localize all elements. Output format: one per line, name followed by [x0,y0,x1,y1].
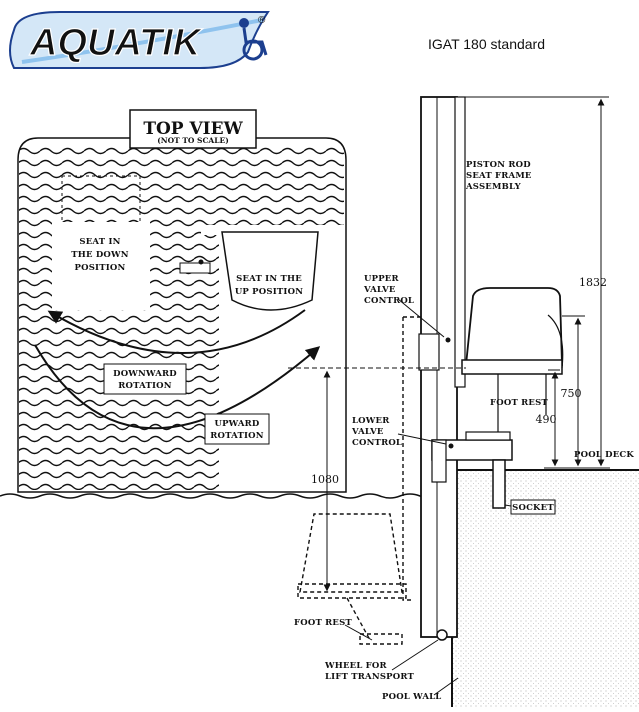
top-view: TOP VIEW (NOT TO SCALE) SEAT IN THE DOWN… [17,109,347,493]
svg-text:THE DOWN: THE DOWN [71,250,129,260]
upward-label-line1: UPWARD [214,419,259,429]
logo-text: AQUATIK [29,22,203,64]
socket-label-box [510,499,556,515]
transport-wheel [436,629,448,641]
svg-text:WHEEL FOR: WHEEL FOR [324,661,388,671]
top-view-title-box [129,109,257,149]
downward-label-line1: DOWNWARD [113,369,177,379]
upward-label-line2: ROTATION [210,431,264,441]
downward-label-line2: ROTATION [118,381,172,391]
seat-down-region [52,222,150,310]
footrest-lower-label: FOOT REST [294,618,352,628]
dim-depth: 1080 [311,473,339,486]
socket-label: SOCKET [512,503,554,513]
upper-valve-label: UPPER VALVE CONTROL [363,274,414,306]
water-line [0,493,441,499]
svg-text:VALVE: VALVE [351,427,384,437]
piston-rod [454,96,466,388]
svg-text:POSITION: POSITION [75,263,126,273]
footrest-up [465,431,511,441]
seat-down-side [297,316,421,645]
downward-rotation-arrow [47,309,306,354]
pool-deck-label: POOL DECK [574,450,634,460]
aquatik-logo: AQUATIK ® [9,11,270,69]
seat-down-label: SEAT IN THE DOWN POSITION [71,237,129,273]
svg-text:LOWER: LOWER [352,416,390,426]
dim-total-height: 1832 [579,276,607,289]
pool-wall-label: POOL WALL [382,692,442,702]
svg-text:LIFT TRANSPORT: LIFT TRANSPORT [325,672,414,682]
downward-rotation-box [103,363,187,395]
top-view-title: TOP VIEW [143,119,243,139]
svg-text:UP POSITION: UP POSITION [235,287,303,297]
top-view-subtitle: (NOT TO SCALE) [157,136,229,145]
lift-side-view [418,96,513,641]
svg-text:CONTROL: CONTROL [364,296,414,306]
upward-rotation-box [204,413,270,445]
dimension-lines [288,96,610,592]
svg-text:ASSEMBLY: ASSEMBLY [465,182,522,192]
page-title: IGAT 180 standard [428,36,545,52]
wheelchair-icon [239,18,268,61]
pool-wall-concrete [452,470,639,707]
svg-text:CONTROL: CONTROL [352,438,402,448]
wheel-label: WHEEL FOR LIFT TRANSPORT [324,661,414,682]
dim-seat-height: 750 [561,387,582,400]
socket-post [492,459,506,509]
dim-footrest-height: 490 [536,413,557,426]
seat-up-side [461,287,564,441]
svg-text:SEAT IN: SEAT IN [79,237,120,247]
svg-text:VALVE: VALVE [363,285,396,295]
lower-valve-label: LOWER VALVE CONTROL [351,416,402,448]
svg-text:UPPER: UPPER [364,274,399,284]
registered-mark: ® [258,15,266,26]
seat-up-outline [221,231,319,311]
seat-up-label: SEAT IN THE UP POSITION [235,274,303,297]
upper-valve-housing [418,333,440,371]
upward-rotation-arrow [34,344,321,430]
svg-text:SEAT FRAME: SEAT FRAME [466,171,532,181]
svg-text:SEAT IN THE: SEAT IN THE [236,274,302,284]
seat-pivot [179,262,211,274]
piston-label: PISTON ROD SEAT FRAME ASSEMBLY [465,160,532,192]
footrest-upper-label: FOOT REST [490,398,548,408]
svg-text:PISTON ROD: PISTON ROD [466,160,531,170]
